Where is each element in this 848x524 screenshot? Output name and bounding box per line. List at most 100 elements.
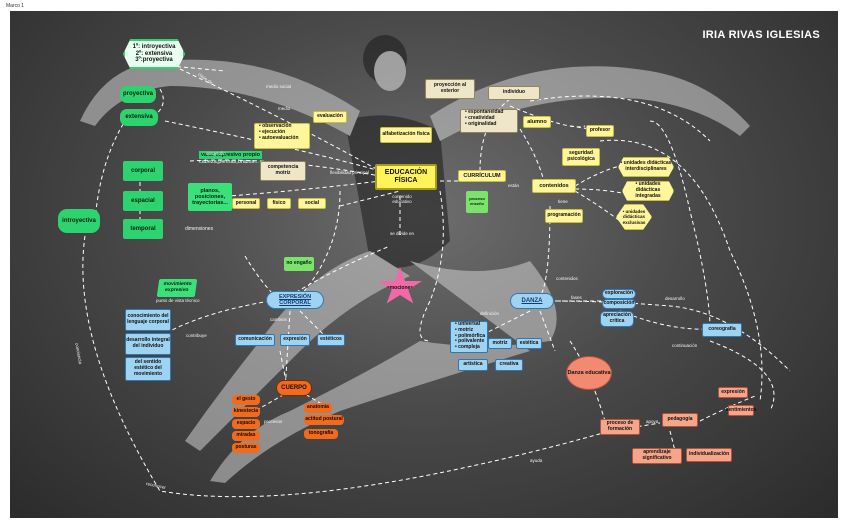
social-node[interactable]: social <box>298 198 326 209</box>
hex-line-1: 1º: introyectiva <box>132 43 176 50</box>
coreografia-node[interactable]: coreografía <box>702 323 742 337</box>
esteticos-node[interactable]: estéticos <box>317 334 345 346</box>
unidades-interdisciplinares-node[interactable]: • unidades didácticas interdisciplinares <box>618 157 674 177</box>
label-fases: fases <box>571 295 582 300</box>
composicion-node[interactable]: composición <box>602 299 636 309</box>
seguridad-node[interactable]: seguridad psicológica <box>562 148 600 166</box>
artistica-node[interactable]: artística <box>458 359 488 371</box>
introyectiva-node[interactable]: introyectiva <box>58 209 100 233</box>
valor-expresivo-sub: cabeza,piernas,brazos... <box>199 159 259 165</box>
movimiento-expresivo-node[interactable]: movimiento expresivo <box>156 279 198 297</box>
eval-item-2: • ejecución <box>259 128 286 135</box>
expresion-node[interactable]: expresión <box>280 334 310 346</box>
label-procesos: procesos <box>264 419 283 424</box>
sentido-node[interactable]: del sentido estético del movimiento <box>125 357 171 381</box>
proyeccion-exterior-node[interactable]: proyección al exterior <box>425 79 475 99</box>
label-flexibilidad: flexibilidad principal <box>330 170 370 175</box>
expresion-corporal-node[interactable]: EXPRESIÓN CORPORAL <box>266 291 324 309</box>
expresion-salmon-node[interactable]: expresión <box>718 387 748 398</box>
dimension-order-hexagon: 1º: introyectiva 2º: extensiva 3º:proyec… <box>123 39 185 69</box>
caract-3: • polimórfica <box>455 332 486 339</box>
valor-expresivo-node[interactable]: valor expresivo propio cabeza,piernas,br… <box>196 147 266 169</box>
caract-5: • compleja <box>455 344 480 350</box>
cuerpo-item-espacio[interactable]: espacio <box>232 419 260 429</box>
no-engano-node[interactable]: no engaño <box>284 257 314 271</box>
label-contenidos: contenidos <box>556 276 578 281</box>
cualidad-1: • espontaneidad <box>465 109 504 115</box>
label-cambios: cambios <box>270 317 287 322</box>
cuerpo-item-tonografia[interactable]: tonografía <box>304 429 338 439</box>
contenidos-node[interactable]: contenidos <box>532 179 576 193</box>
label-punto-vista: punto de vista técnico <box>156 298 200 303</box>
danza-node[interactable]: DANZA <box>510 293 554 309</box>
extensiva-node[interactable]: extensiva <box>120 109 158 126</box>
temporal-node[interactable]: temporal <box>123 219 163 239</box>
emociones-label: emociones <box>386 285 414 292</box>
alfabetizacion-node[interactable]: alfabetización física <box>380 127 432 143</box>
cuerpo-item-anatomia[interactable]: anatomía <box>304 403 332 413</box>
personal-node[interactable]: personal <box>232 198 260 209</box>
caract-4: • polivalente <box>455 338 485 345</box>
label-contenido-educativo: contenido educativo <box>392 194 412 204</box>
label-apoya: apoya <box>646 419 659 424</box>
planos-node[interactable]: planos, posiciones, trayectorias... <box>188 183 232 211</box>
label-dimensiones: dimensiones <box>185 226 214 232</box>
danza-caracteristicas-node[interactable]: • universal • motriz • polimórfica • pol… <box>450 321 488 353</box>
cuerpo-item-kinestecia[interactable]: kinestecia <box>232 407 260 417</box>
hex-line-3: 3º:proyectiva <box>135 57 173 64</box>
comunicacion-node[interactable]: comunicación <box>235 334 275 346</box>
label-continuacion: continuación <box>672 343 698 348</box>
pedagogia-node[interactable]: pedagogía <box>662 413 698 427</box>
individuo-node[interactable]: individuo <box>488 86 540 100</box>
caract-1: • universal <box>455 321 481 327</box>
conocimiento-node[interactable]: conocimiento del lenguaje corporal <box>125 309 171 331</box>
curriculum-node[interactable]: CURRÍCULUM <box>458 170 506 182</box>
profesor-node[interactable]: profesor <box>586 125 614 137</box>
alumno-node[interactable]: alumno <box>523 116 551 128</box>
evaluacion-node[interactable]: evaluación <box>313 111 347 123</box>
label-contribuye: contribuye <box>186 333 207 338</box>
proceso-node[interactable]: proceso enseño <box>466 191 488 213</box>
competencia-motriz-node[interactable]: competencia motriz <box>260 161 306 181</box>
individualizacion-node[interactable]: individualización <box>686 448 732 462</box>
label-definicion: definición <box>480 311 500 316</box>
sentimientos-node[interactable]: sentimientos <box>726 405 756 416</box>
unidades-integradas-node[interactable]: • unidades didácticas integradas <box>622 181 674 201</box>
evaluacion-list-node[interactable]: • observación • ejecución • autoevaluaci… <box>254 123 310 149</box>
danza-educativa-node[interactable]: Danza educativa <box>566 356 612 390</box>
estetica-node[interactable]: estética <box>516 338 542 349</box>
creativa-node[interactable]: creativa <box>495 359 523 371</box>
corporal-node[interactable]: corporal <box>123 161 163 181</box>
label-medio-social: medio social <box>266 84 292 89</box>
concept-map-canvas: IRIA RIVAS IGLESIAS 1º: introyectiva 2º:… <box>10 11 838 518</box>
cualidades-node[interactable]: • espontaneidad • creatividad • original… <box>460 109 518 133</box>
desarrollo-node[interactable]: desarrollo integral del individuo <box>125 333 171 355</box>
cuerpo-node[interactable]: CUERPO <box>276 380 312 396</box>
fisico-node[interactable]: físico <box>267 198 291 209</box>
author-name: IRIA RIVAS IGLESIAS <box>702 29 820 41</box>
proyectiva-node[interactable]: proyectiva <box>120 86 156 103</box>
cuerpo-item-actitud[interactable]: actitud postural <box>304 415 344 425</box>
cualidad-3: • originalidad <box>465 120 497 127</box>
apreciacion-node[interactable]: apreciación crítica <box>600 311 634 327</box>
label-se-divide: se divide en <box>390 231 415 236</box>
label-ayuda: ayuda <box>530 458 543 463</box>
aprendizaje-node[interactable]: aprendizaje significativo <box>632 448 682 464</box>
motriz-node[interactable]: motriz <box>488 338 512 349</box>
eval-item-1: • observación <box>259 123 292 129</box>
valor-expresivo-label: valor expresivo propio <box>199 150 262 159</box>
cuerpo-item-gesto[interactable]: el gesto <box>232 395 260 405</box>
eval-item-3: • autoevaluación <box>259 134 299 141</box>
exploracion-node[interactable]: exploración <box>602 289 636 299</box>
caract-2: • motriz <box>455 326 474 333</box>
cuerpo-item-posturas[interactable]: posturas <box>232 443 260 453</box>
espacial-node[interactable]: espacial <box>123 191 163 211</box>
label-tiene: tiene <box>558 199 568 204</box>
educacion-fisica-central-node[interactable]: EDUCACIÓN FÍSICA <box>375 164 437 190</box>
hex-line-2: 2º: extensiva <box>135 50 173 57</box>
programacion-node[interactable]: programación <box>545 209 583 223</box>
proceso-formacion-node[interactable]: proceso de formación <box>600 419 640 435</box>
cuerpo-item-miradas[interactable]: miradas <box>232 431 260 441</box>
cualidad-2: • creatividad <box>465 114 495 121</box>
label-desarrollo-danza: desarrollo <box>665 296 685 301</box>
